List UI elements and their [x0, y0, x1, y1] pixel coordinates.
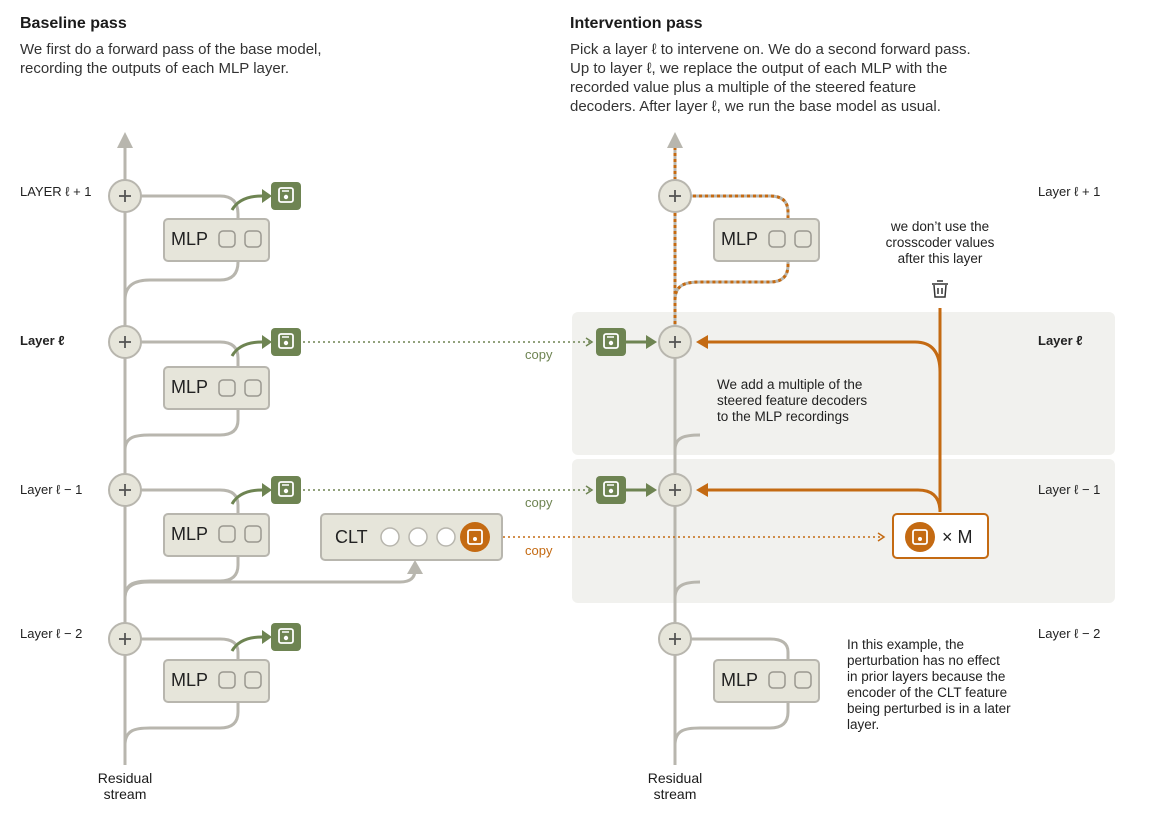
clt-label: CLT [335, 527, 368, 547]
copy-label: copy [525, 495, 553, 510]
mlp-boxes [163, 218, 820, 703]
mlp-label: MLP [171, 670, 209, 690]
residual-stream-label: Residual stream [97, 770, 153, 802]
layer-label-l: Layer ℓ [20, 333, 65, 348]
save-arrowheads [262, 189, 657, 644]
steering-arrowheads [696, 335, 708, 497]
plus-icon [119, 190, 681, 645]
intervention-description: Pick a layer ℓ to intervene on. We do a … [570, 41, 971, 115]
mlp-label: MLP [721, 670, 759, 690]
layer-label-right-l-minus-1: Layer ℓ − 1 [1038, 482, 1101, 497]
arrow-up-icon [407, 560, 423, 574]
intervention-title: Intervention pass [570, 15, 703, 32]
layer-label-right-l: Layer ℓ [1038, 333, 1083, 348]
save-icon [271, 623, 301, 651]
layer-label-l-minus-2: Layer ℓ − 2 [20, 626, 83, 641]
save-icon [271, 328, 301, 356]
arrow-up-icon [117, 132, 133, 148]
layer-label-l-plus-1: LAYER ℓ + 1 [20, 184, 92, 199]
save-arrows [230, 194, 648, 652]
add-multiple-note: We add a multiple of the steered feature… [717, 377, 868, 424]
layer-label-l-minus-1: Layer ℓ − 1 [20, 482, 83, 497]
baseline-title: Baseline pass [20, 15, 127, 32]
mlp-label: MLP [171, 524, 209, 544]
mlp-slots [218, 230, 812, 689]
copy-arrowheads [585, 337, 886, 542]
intervention-shade-lower [572, 459, 1115, 603]
copy-label: copy [525, 347, 553, 362]
orange-save-icon [905, 522, 935, 552]
mlp-label: MLP [171, 229, 209, 249]
clt-feature-circles [380, 527, 456, 547]
baseline-residual-stream [123, 148, 417, 765]
layer-label-right-l-plus-1: Layer ℓ + 1 [1038, 184, 1101, 199]
baseline-description: We first do a forward pass of the base m… [20, 41, 322, 77]
save-icon [271, 476, 301, 504]
copy-label: copy [525, 543, 553, 558]
arrow-up-icon [667, 132, 683, 148]
mlp-label: MLP [171, 377, 209, 397]
crosscoder-note: we don’t use the crosscoder values after… [885, 219, 995, 266]
multiplier-label: × M [942, 527, 973, 547]
mlp-label: MLP [721, 229, 759, 249]
save-icon [271, 182, 301, 210]
orange-save-icon [460, 522, 490, 552]
trash-icon [932, 280, 948, 298]
steering-path [705, 308, 942, 513]
layer-label-right-l-minus-2: Layer ℓ − 2 [1038, 626, 1101, 641]
save-icon [596, 476, 626, 504]
intervention-residual-stream [673, 342, 790, 765]
save-icon [596, 328, 626, 356]
residual-stream-label: Residual stream [647, 770, 703, 802]
example-note: In this example, the perturbation has no… [847, 637, 1011, 732]
